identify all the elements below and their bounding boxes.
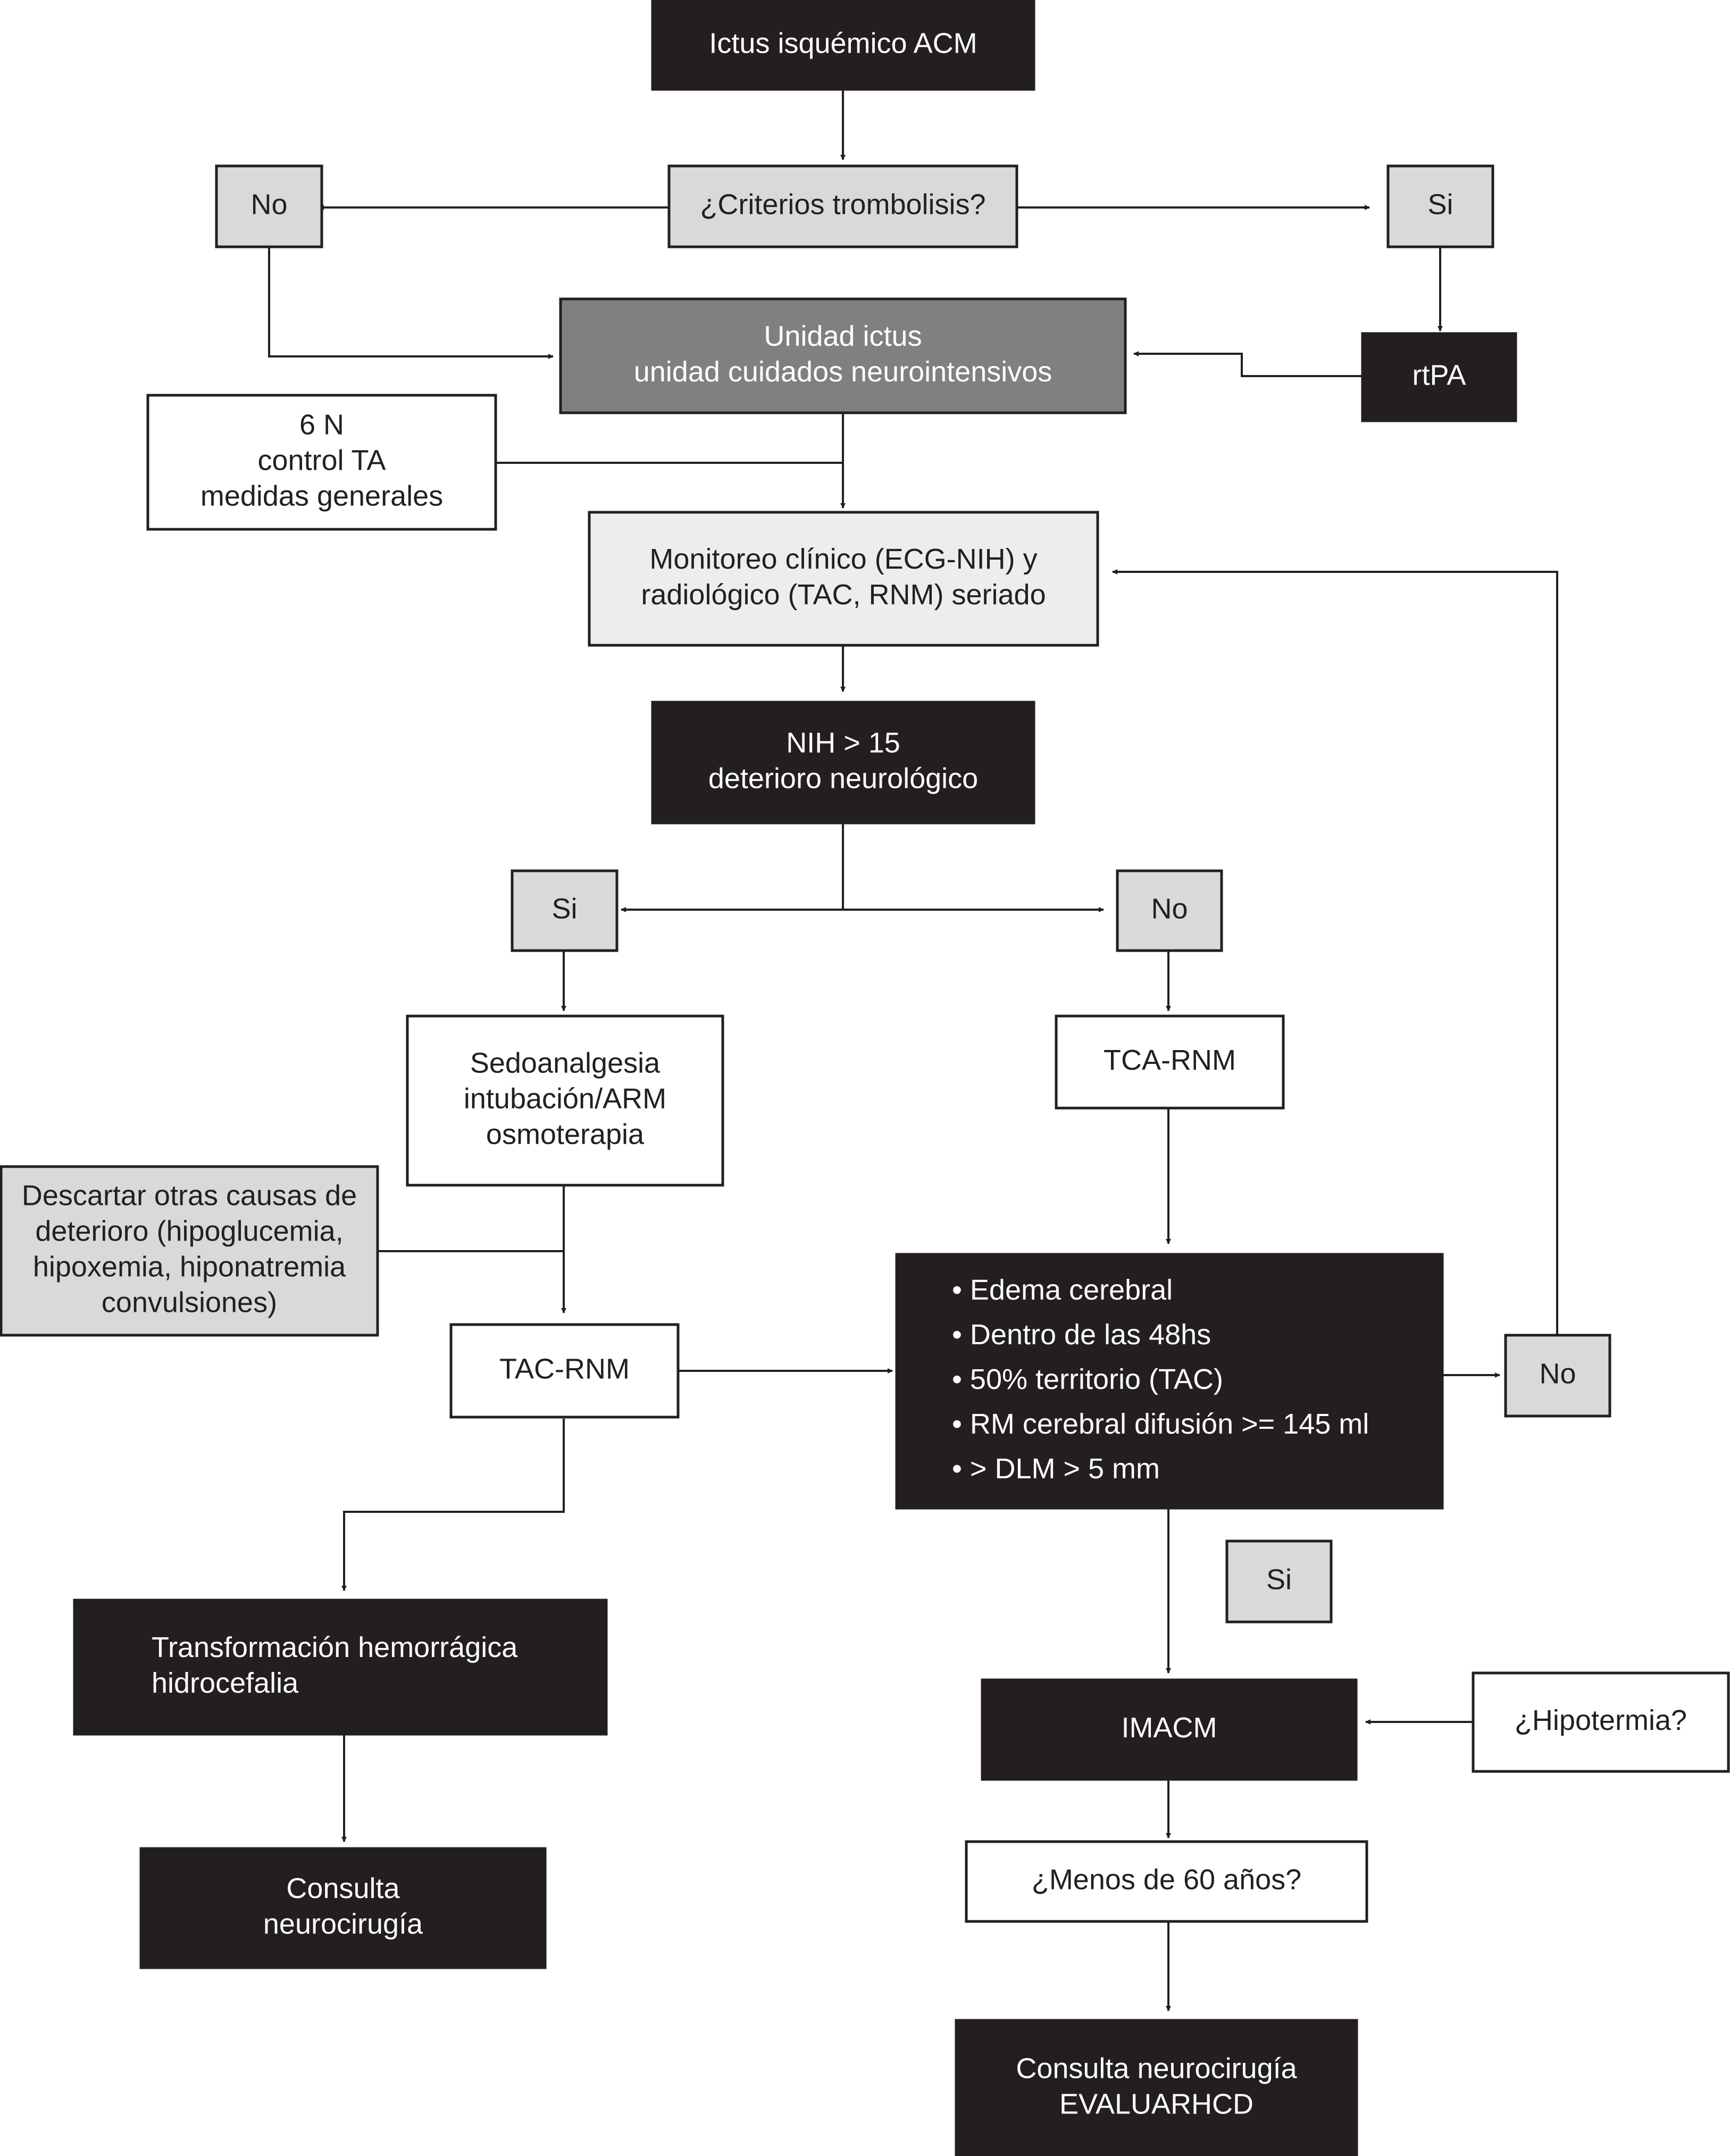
node-text-line: No — [1151, 893, 1188, 925]
connectors — [268, 89, 1558, 2011]
node-text-line: • > DLM > 5 mm — [952, 1453, 1160, 1485]
node-text-line: medidas generales — [200, 480, 443, 512]
node-text-line: Transformación hemorrágica — [152, 1631, 518, 1663]
node-text-line: Si — [1427, 188, 1453, 220]
node-unidad-ictus: Unidad ictus unidad cuidados neurointensi… — [559, 297, 1127, 414]
node-monitoreo: Monitoreo clínico (ECG-NIH) y radiológico… — [588, 511, 1099, 647]
edge-no-monitoreo — [1112, 569, 1558, 1335]
edge-no-unidad — [268, 247, 554, 359]
node-criterios-trombolisis: ¿Criterios trombolisis? — [667, 164, 1018, 248]
node-consulta-neurocirugia: Consulta neurocirugía — [139, 1847, 547, 1969]
node-text-line: rtPA — [1412, 359, 1466, 391]
node-text-line: No — [1539, 1358, 1576, 1389]
node-transformacion-hemorragica: Transformación hemorrágica hidrocefalia — [73, 1599, 608, 1736]
node-rtpa: rtPA — [1361, 332, 1517, 422]
node-medidas-generales: 6 N control TA medidas generales — [146, 394, 497, 531]
node-text-line: Unidad ictus — [764, 320, 922, 352]
node-text-line: Si — [1266, 1563, 1292, 1595]
node-text-line: • Dentro de las 48hs — [952, 1319, 1211, 1351]
node-no-trombolisis: No — [215, 164, 323, 248]
node-descartar-causas: Descartar otras causas de deterioro (hipo… — [0, 1165, 379, 1337]
node-text-line: Monitoreo clínico (ECG-NIH) y — [649, 543, 1037, 575]
node-imacm: IMACM — [981, 1678, 1358, 1781]
node-text-line: Consulta neurocirugía — [1016, 2052, 1297, 2084]
node-text-line: deterioro (hipoglucemia, — [35, 1215, 343, 1247]
node-si-trombolisis: Si — [1386, 164, 1494, 248]
node-text-line: convulsiones) — [102, 1286, 277, 1318]
node-text-line: IMACM — [1122, 1712, 1217, 1744]
node-text-line: 6 N — [299, 409, 344, 440]
node-text-line: control TA — [257, 444, 386, 476]
node-text-line: TCA-RNM — [1104, 1044, 1236, 1076]
node-text-line: deterioro neurológico — [708, 762, 978, 794]
node-text-line: Si — [551, 893, 577, 925]
node-text-line: Sedoanalgesia — [470, 1047, 661, 1079]
node-text-line: TAC-RNM — [499, 1353, 630, 1385]
node-menos-60-anos: ¿Menos de 60 años? — [965, 1840, 1368, 1923]
node-no-edema: No — [1504, 1334, 1611, 1418]
node-si-deterioro: Si — [511, 869, 619, 952]
node-no-deterioro: No — [1116, 869, 1223, 952]
edge-tac-transf — [341, 1419, 565, 1591]
node-text-line: • RM cerebral difusión >= 145 ml — [952, 1408, 1369, 1440]
node-text-line: No — [250, 188, 287, 220]
node-text-line: ¿Menos de 60 años? — [1032, 1863, 1301, 1895]
node-text-line: NIH > 15 — [786, 727, 900, 759]
node-text-line: • 50% territorio (TAC) — [952, 1363, 1223, 1395]
node-text-line: neurocirugía — [263, 1908, 423, 1940]
node-sedoanalgesia: Sedoanalgesia intubación/ARM osmoterapia — [406, 1014, 724, 1187]
node-si-edema: Si — [1225, 1539, 1333, 1624]
node-text-line: • Edema cerebral — [952, 1274, 1173, 1306]
node-criterios-edema: • Edema cerebral • Dentro de las 48hs • 50… — [895, 1253, 1444, 1510]
node-ictus-isquemico: Ictus isquémico ACM — [651, 0, 1035, 91]
node-text-line: radiológico (TAC, RNM) seriado — [641, 579, 1046, 611]
node-tca-rnm: TCA-RNM — [1055, 1014, 1285, 1110]
node-text-line: hipoxemia, hiponatremia — [33, 1251, 346, 1283]
node-text-line: osmoterapia — [486, 1118, 645, 1150]
node-text-line: Descartar otras causas de — [22, 1179, 357, 1211]
node-text-line: ¿Hipotermia? — [1515, 1704, 1687, 1736]
node-text-line: unidad cuidados neurointensivos — [634, 356, 1052, 388]
node-hipotermia: ¿Hipotermia? — [1472, 1671, 1730, 1773]
node-text-line: ¿Criterios trombolisis? — [700, 188, 985, 220]
node-tac-rnm: TAC-RNM — [449, 1323, 680, 1419]
edge-rtpa-unidad — [1133, 351, 1363, 377]
node-text-line: hidrocefalia — [152, 1667, 299, 1699]
node-text-line: EVALUARHCD — [1059, 2088, 1253, 2120]
node-text-line: Consulta — [286, 1872, 400, 1904]
node-text-line: Ictus isquémico ACM — [709, 27, 977, 59]
node-text-line: intubación/ARM — [464, 1083, 666, 1114]
